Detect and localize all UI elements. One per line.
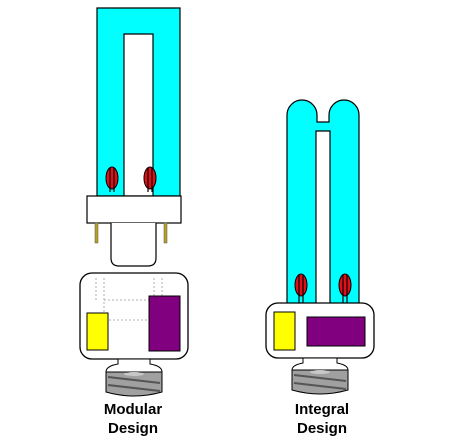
integral-ballast-yellow [273, 311, 296, 351]
modular-ballast-purple [148, 295, 181, 352]
integral-ballast-purple [306, 316, 366, 347]
integral-neck [291, 357, 349, 371]
modular-caption-line1: Modular [103, 401, 163, 418]
integral-screw-base [291, 369, 349, 395]
modular-plug [110, 223, 157, 267]
modular-pin-left [94, 222, 99, 244]
integral-electrode-right [338, 273, 352, 303]
integral-lamp [265, 99, 375, 395]
integral-caption-line2: Design [296, 420, 347, 437]
modular-collar [86, 195, 182, 224]
integral-caption: Integral Design [242, 400, 402, 438]
modular-pin-right [163, 222, 168, 244]
modular-screw-base [105, 371, 163, 397]
integral-electrode-left [294, 273, 308, 303]
modular-electrode-left [105, 166, 119, 192]
integral-tube [286, 99, 360, 307]
modular-caption-line2: Design [107, 420, 158, 437]
modular-ballast-yellow [86, 312, 109, 351]
modular-electrode-right [143, 166, 157, 192]
modular-lamp [79, 7, 189, 397]
modular-neck [105, 358, 163, 373]
modular-caption: Modular Design [53, 400, 213, 438]
integral-caption-line1: Integral [294, 401, 350, 418]
